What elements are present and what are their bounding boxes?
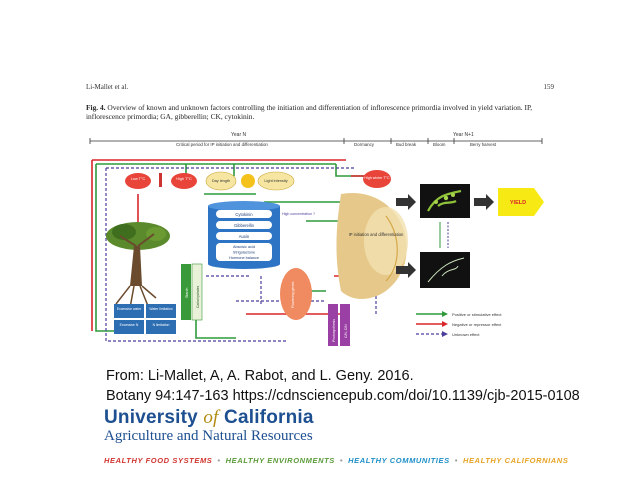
citation-line-1: From: Li-Mallet, A, A. Rabot, and L. Gen… (106, 368, 414, 384)
water-n-boxes (114, 304, 176, 334)
strigolactone-label: Strigolactone (233, 251, 255, 255)
logo-word-of: of (203, 407, 219, 428)
cn-ratio-pillar (340, 304, 350, 346)
photosynthesis-pillar (328, 304, 338, 346)
cytokinin-label: Cytokinin (235, 212, 253, 217)
figure-caption: Fig. 4. Overview of known and unknown fa… (86, 103, 546, 121)
logo-agriculture-natural-resources: Agriculture and Natural Resources (104, 428, 313, 444)
light-intensity-node (257, 171, 295, 191)
auxin-label: Auxin (239, 234, 250, 239)
photosynthesis-label: Photosynthesis (332, 319, 336, 342)
figure-header-authors: Li-Mallet et al. (86, 83, 129, 91)
tagline-californians: HEALTHY CALIFORNIANS (462, 456, 569, 465)
timeline-bud-break: Bud break (396, 142, 417, 147)
yield-badge (498, 188, 544, 216)
high-temp-label: High T°C (176, 177, 192, 181)
figure-caption-label: Fig. 4. (86, 103, 106, 112)
inflorescence-photo (420, 184, 470, 218)
logo-word-university: University (104, 407, 198, 428)
starch-column (181, 264, 191, 320)
tagline-bar: HEALTHY FOOD SYSTEMS•HEALTHY ENVIRONMENT… (104, 456, 569, 465)
cn-ratio-label: C/N, C/N (344, 324, 348, 338)
hormone-cylinder (208, 201, 280, 269)
high-temp-node (171, 173, 197, 189)
excessive-n-label: Excessive N (120, 323, 139, 327)
high-winter-temp-node (363, 170, 391, 188)
timeline-year-n1: Year N+1 (453, 132, 474, 138)
timeline-berry-harvest: Berry harvest (470, 142, 497, 147)
timeline: Year N Critical period for IP initiation… (89, 132, 543, 147)
day-length-label: Day length (212, 179, 230, 183)
hormone-balance-label: Hormone balance (229, 256, 259, 260)
carbohydrates-column (191, 263, 203, 321)
arrow-to-inflorescence (396, 194, 416, 210)
uc-anr-logo: University of California Agriculture and… (104, 407, 314, 445)
yield-label: YIELD (510, 200, 526, 206)
figure-header-page: 159 (543, 83, 555, 91)
water-limitation-label: Water limitation (149, 307, 172, 311)
light-intensity-label: Light intensity (264, 179, 287, 183)
tagline-food-systems: HEALTHY FOOD SYSTEMS (104, 456, 213, 465)
starch-label: Starch (185, 288, 189, 298)
legend-positive: Positive or stimulative effect (452, 312, 502, 317)
flowering-genes-label: Flowering genes (291, 281, 295, 308)
arrow-to-yield (474, 194, 494, 210)
logo-word-california: California (224, 407, 314, 428)
n-limitation-label: N limitation (153, 323, 170, 327)
excessive-water-label: Excessive water (117, 307, 142, 311)
tagline-environments: HEALTHY ENVIRONMENTS (225, 456, 335, 465)
legend (416, 311, 448, 337)
legend-unknown: Unknown effect (452, 332, 480, 337)
low-temp-label: Low T°C (131, 177, 146, 181)
citation-line-2: Botany 94:147-163 https://cdnsciencepub.… (106, 388, 580, 404)
logo-university-of-california: University of California (104, 407, 314, 429)
sun-icon (241, 174, 255, 188)
abscisic-acid-label: Abscisic acid (233, 245, 255, 249)
tagline-communities: HEALTHY COMMUNITIES (348, 456, 450, 465)
grapevine-illustration (106, 222, 170, 309)
figure-caption-text: Overview of known and unknown factors co… (86, 103, 533, 121)
ip-initiation-label: IP initiation and differentiation (349, 232, 404, 237)
tendril-photo (420, 252, 470, 288)
low-temp-node (125, 173, 151, 189)
timeline-dormancy: Dormancy (354, 142, 375, 147)
day-length-node (205, 171, 237, 191)
timeline-bloom: Bloom (433, 142, 446, 147)
bud-illustration (336, 192, 408, 299)
high-concentration-label: High concentration ? (282, 212, 315, 216)
legend-negative: Negative or repressor effect (452, 322, 502, 327)
timeline-year-n: Year N (231, 132, 246, 138)
thermometer-icon (159, 173, 162, 187)
arrow-to-tendril (396, 262, 416, 278)
timeline-critical-period: Critical period for IP initiation and di… (176, 142, 268, 147)
diagram: Year N Critical period for IP initiation… (89, 132, 544, 346)
carbohydrates-label: Carbohydrates (196, 285, 200, 308)
gibberellin-label: Gibberellin (234, 223, 255, 228)
citation: From: Li-Mallet, A, A. Rabot, and L. Gen… (106, 366, 580, 406)
figure-panel: Li-Mallet et al. 159 Fig. 4. Overview of… (86, 76, 556, 358)
high-winter-temp-label: High winter T°C (364, 176, 390, 180)
flowering-genes-node (280, 268, 312, 320)
